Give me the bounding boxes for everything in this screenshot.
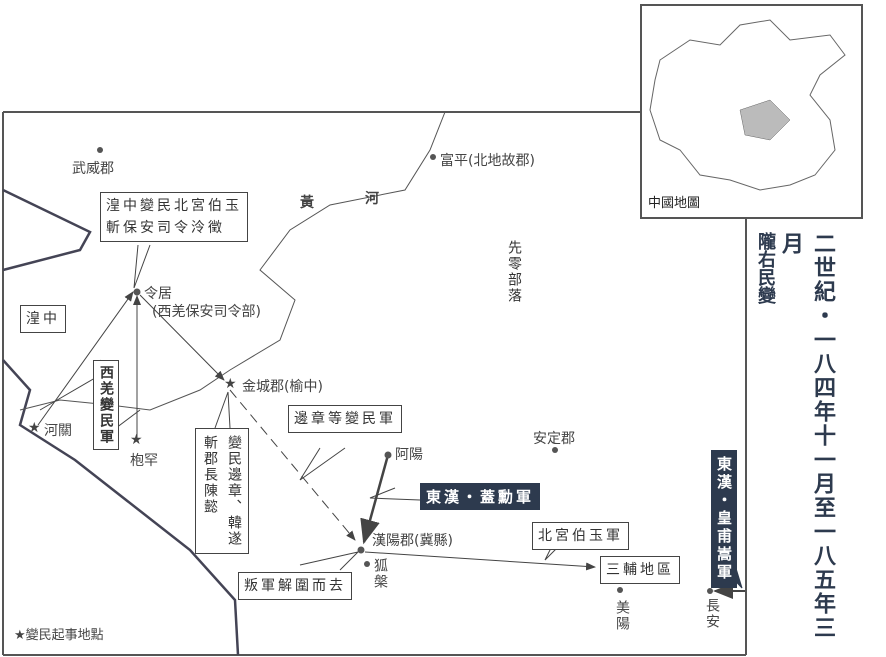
star-heguan: ★ [28,420,41,436]
callout-huangfu-army: 東漢・皇甫嵩軍 [711,450,737,588]
callout-beigong-army: 北宮伯玉軍 [532,522,629,550]
river-char-2: 河 [365,191,379,207]
arrow-heguan-lingju [37,291,134,426]
river-char-1: 黃 [300,195,314,211]
legend-label: 變民起事地點 [25,628,104,643]
place-meiyang: 美陽 [614,600,630,632]
inset-highlight-region [739,99,791,141]
yellow-river [19,111,446,411]
place-lingju: 令居 [144,286,172,302]
place-fuping: 富平(北地故郡) [440,153,535,169]
callout-bianzhang-army: 邊章等變民軍 [288,405,402,433]
star-jincheng: ★ [224,376,237,392]
map-title: 隴右民變 [755,232,776,304]
place-jincheng: 金城郡(榆中) [242,379,323,395]
inset-frame [640,4,863,219]
region-xianling: 先零部落 [506,240,522,304]
map-period-title: 二世紀・一八四年十一月至一八五年三月 [778,232,835,640]
legend-star-icon: ★ [14,628,26,643]
callout-kill-chen: 變民邊章、韓遂斬郡長陳懿 [195,428,249,554]
place-huli: 狐槃 [372,558,388,590]
place-dots [97,147,713,594]
region-sanfu: 三輔地區 [600,556,680,584]
place-wuwei: 武威郡 [72,161,114,177]
place-baohan: 枹罕 [130,453,158,469]
place-ayang: 阿陽 [395,447,423,463]
inset-spacer [798,26,799,27]
arrow-jincheng-hanyang [229,389,356,541]
place-lingju-note: (西羌保安司令部) [152,304,261,320]
callout-xiqiang-army: 西羌變民軍 [93,360,119,450]
arrow-lingju-jincheng [139,294,225,381]
callout-gaixun-army: 東漢・蓋勳軍 [420,483,541,510]
arrow-beigong-sanfu [364,551,596,571]
region-huangzhong: 湟中 [20,305,66,333]
boundary-west [2,188,92,272]
place-anding: 安定郡 [533,431,575,447]
place-heguan: 河關 [44,423,72,439]
legend: ★變民起事地點 [14,624,104,643]
inset-china-outline [649,19,846,191]
star-baohan: ★ [130,432,143,448]
place-changan: 長安 [704,598,720,630]
boundary-southwest [2,359,240,656]
place-hanyang: 漢陽郡(冀縣) [372,533,453,549]
callout-retreat: 叛軍解圍而去 [238,572,352,600]
inset-label: 中國地圖 [648,196,701,211]
map-frame [2,111,747,656]
callout-beigong-kills: 湟中變民北宮伯玉 斬保安司令泠徵 [100,192,248,242]
